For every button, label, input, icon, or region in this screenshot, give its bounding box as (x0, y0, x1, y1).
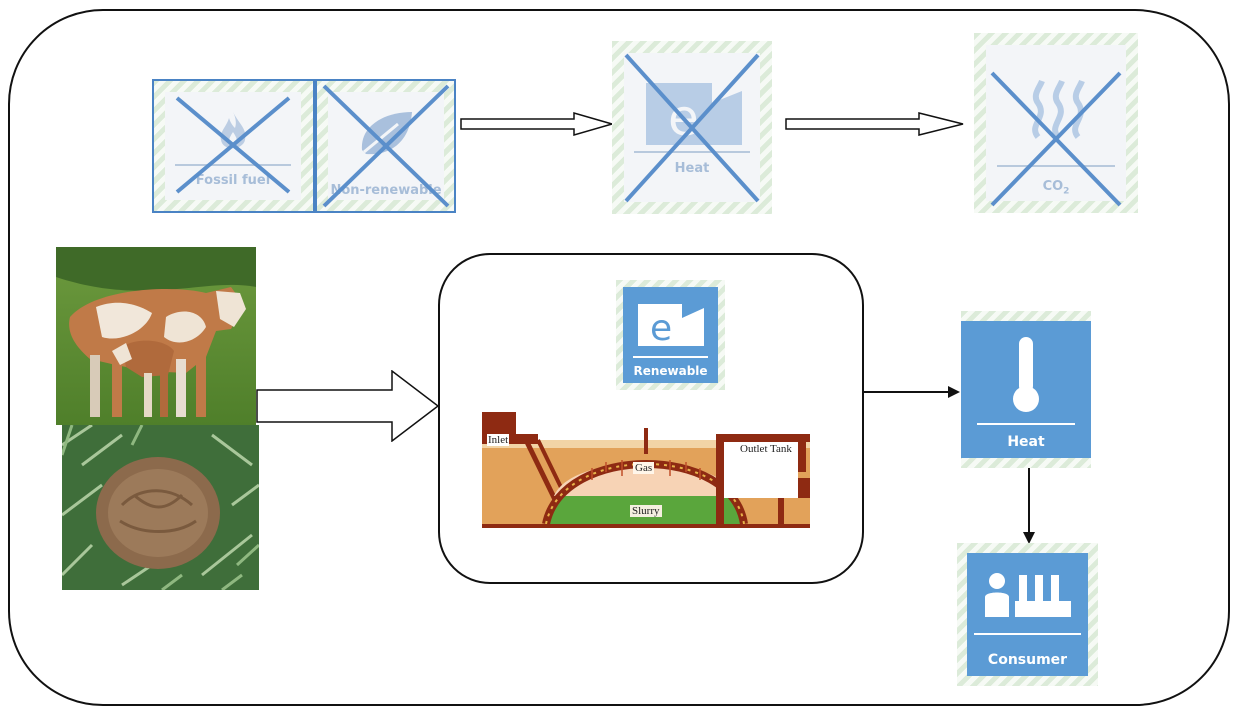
thermometer-icon (1013, 337, 1039, 412)
co2-rule (996, 165, 1116, 167)
consumer-tile: Consumer (957, 543, 1098, 686)
svg-text:e: e (650, 308, 672, 349)
co2-label: CO2 (1042, 179, 1070, 197)
inlet-label: Inlet (487, 434, 510, 446)
fossil-fuel-tile: Fossil fuel (153, 80, 313, 212)
heat-tile: Heat (961, 311, 1091, 468)
cross-icon (175, 96, 291, 194)
consumer-industry-icon (985, 573, 1071, 617)
fossil-fuel-label: Fossil fuel (195, 173, 271, 188)
cross-icon (624, 53, 760, 203)
co2-tile: CO2 (974, 33, 1138, 213)
fossil-fuel-rule (175, 164, 291, 166)
factory-heat-rule (634, 151, 750, 153)
hollow-arrow-right (785, 112, 964, 136)
fossil-fuel-frame (152, 79, 315, 213)
hollow-arrow-right (256, 370, 440, 442)
cow-dung-photo (62, 425, 259, 590)
non-renewable-label: Non-renewable (330, 183, 442, 198)
slurry-label: Slurry (630, 505, 662, 517)
non-renewable-frame (315, 79, 456, 213)
factory-e-icon: e (638, 304, 704, 349)
outlet-tank-label: Outlet Tank (740, 443, 792, 455)
factory-heat-tile: e Heat (612, 41, 772, 214)
fumes-icon (1032, 79, 1085, 139)
factory-heat-label: Heat (674, 161, 710, 176)
renewable-rule (633, 356, 708, 358)
arrow-right (862, 386, 960, 398)
cross-icon (322, 84, 450, 208)
heat-rule (976, 423, 1076, 425)
arrow-down (1023, 468, 1035, 544)
consumer-rule (973, 633, 1082, 635)
co2-subscript: 2 (1063, 187, 1070, 197)
diagram-frame (8, 9, 1230, 706)
leaf-icon (361, 112, 412, 155)
renewable-label: Renewable (633, 364, 708, 378)
hollow-arrow-right (460, 112, 614, 136)
non-renewable-tile: Non-renewable (316, 80, 456, 212)
renewable-tile: e Renewable (616, 280, 725, 390)
consumer-label: Consumer (987, 652, 1068, 668)
gas-label: Gas (633, 462, 655, 474)
cow-photo (56, 247, 256, 425)
heat-label: Heat (1007, 434, 1045, 450)
cross-icon (990, 71, 1122, 207)
